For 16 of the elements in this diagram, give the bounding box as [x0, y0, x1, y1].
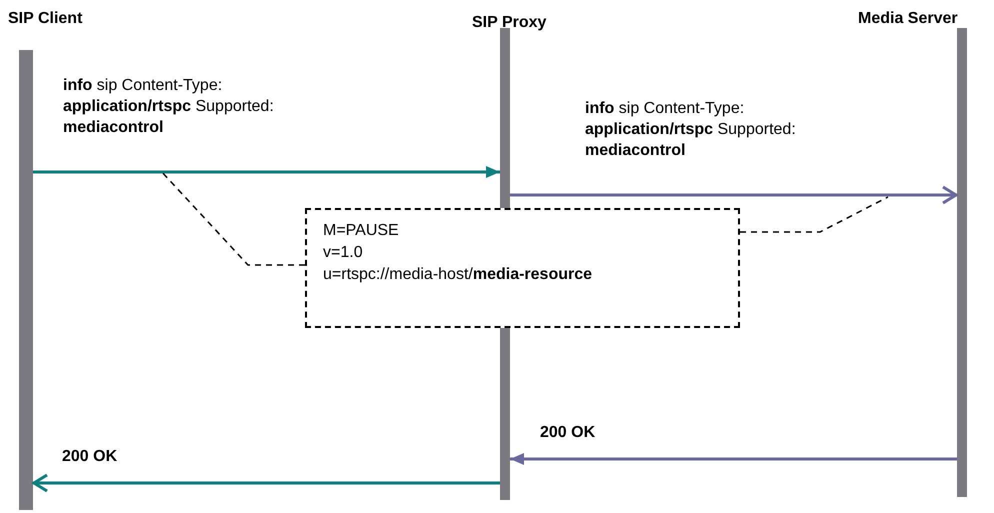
message-arrow — [33, 166, 500, 178]
lifeline-heading: SIP Client — [8, 10, 82, 28]
message-label: 200 OK — [540, 423, 596, 443]
message-body-box — [305, 208, 740, 328]
body-line: v=1.0 — [323, 243, 364, 263]
message-arrow — [510, 186, 958, 204]
body-line: u=rtspc://media-host/media-resource — [323, 265, 594, 285]
lifeline-heading: SIP Proxy — [472, 14, 546, 32]
lifeline-heading: Media Server — [858, 10, 958, 28]
message-label: info sip Content-Type: application/rtspc Supported: mediacontrol — [585, 99, 797, 161]
message-label: info sip Content-Type: application/rtspc Supported: mediacontrol — [63, 76, 275, 138]
leader-line — [740, 196, 888, 233]
body-line: M=PAUSE — [323, 221, 400, 241]
message-arrow — [32, 474, 500, 492]
message-arrow — [510, 453, 957, 465]
message-label: 200 OK — [62, 447, 118, 467]
